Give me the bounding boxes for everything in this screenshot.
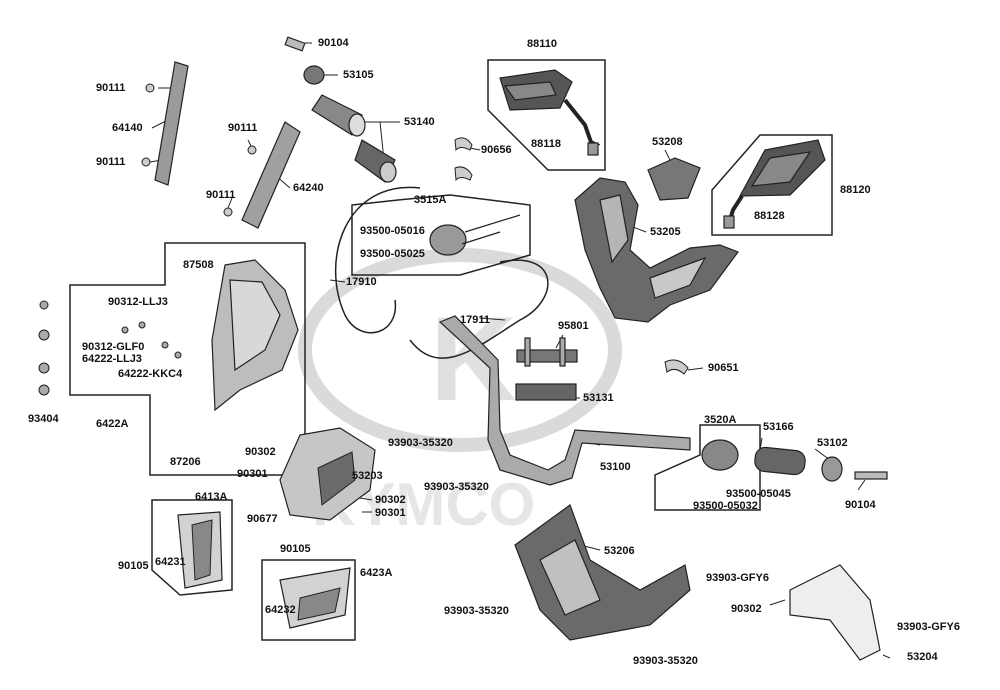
part-label-64222-KKC4: 64222-KKC4 — [118, 368, 183, 380]
windscreen — [211, 259, 299, 412]
part-label-64232: 64232 — [265, 604, 296, 616]
part-label-93500-05045: 93500-05045 — [726, 488, 791, 500]
part-label-90111: 90111 — [228, 122, 258, 134]
part-label-90651: 90651 — [708, 362, 739, 374]
handlebar — [438, 315, 691, 486]
part-label-53105: 53105 — [343, 69, 374, 81]
part-label-87206: 87206 — [170, 456, 201, 468]
trim-64240 — [241, 121, 301, 229]
windscreen-bolts-93404 — [38, 300, 50, 396]
group-88120-box — [711, 134, 833, 236]
part-label-88120: 88120 — [840, 184, 871, 196]
part-label-90302: 90302 — [375, 494, 406, 506]
handlebar-cover-lower — [514, 504, 691, 641]
grip-right — [701, 439, 888, 482]
part-label-88128: 88128 — [754, 210, 785, 222]
part-label-90111: 90111 — [206, 189, 236, 201]
part-label-93903-GFY6: 93903-GFY6 — [897, 621, 960, 633]
group-6423A-box — [261, 559, 356, 641]
svg-text:K: K — [430, 292, 517, 426]
part-label-64140: 64140 — [112, 122, 143, 134]
part-label-90105: 90105 — [118, 560, 149, 572]
part-label-6413A: 6413A — [195, 491, 228, 503]
part-label-93500-05032: 93500-05032 — [693, 500, 758, 512]
part-label-90656: 90656 — [481, 144, 512, 156]
group-6422A-box — [69, 242, 306, 476]
part-label-53131: 53131 — [583, 392, 614, 404]
grip-left — [284, 36, 397, 183]
part-label-90312-GLF0: 90312-GLF0 — [82, 341, 145, 353]
part-label-88110: 88110 — [527, 38, 557, 50]
part-label-6423A: 6423A — [360, 567, 393, 579]
part-label-93404: 93404 — [28, 413, 59, 425]
part-label-93903-35320: 93903-35320 — [424, 481, 489, 493]
part-label-90301: 90301 — [375, 507, 406, 519]
part-label-64222-LLJ3: 64222-LLJ3 — [82, 353, 142, 365]
part-label-64231: 64231 — [155, 556, 186, 568]
switch-assembly-left — [429, 214, 521, 256]
part-label-53208: 53208 — [652, 136, 683, 148]
part-label-90104: 90104 — [845, 499, 876, 511]
group-3515A-box — [351, 194, 531, 276]
bolts-90111 — [141, 83, 257, 217]
clip-90651 — [664, 359, 689, 375]
part-label-53204: 53204 — [907, 651, 938, 663]
group-3520A-box — [654, 424, 761, 511]
part-label-90111: 90111 — [96, 82, 126, 94]
part-label-53206: 53206 — [604, 545, 635, 557]
handlebar-holders — [515, 337, 578, 401]
part-label-53203: 53203 — [352, 470, 383, 482]
part-label-3520A: 3520A — [704, 414, 737, 426]
part-label-93903-35320: 93903-35320 — [633, 655, 698, 667]
part-label-53102: 53102 — [817, 437, 848, 449]
mirror-right — [723, 139, 826, 229]
clip-90656 — [454, 137, 473, 152]
mirror-left — [499, 69, 599, 156]
part-label-17911: 17911 — [460, 314, 490, 326]
part-label-6422A: 6422A — [96, 418, 129, 430]
part-label-17910: 17910 — [346, 276, 377, 288]
part-label-93903-35320: 93903-35320 — [388, 437, 453, 449]
part-label-53140: 53140 — [404, 116, 435, 128]
part-label-88118: 88118 — [531, 138, 561, 150]
meter-panel — [647, 157, 701, 201]
handlebar-cover-upper — [574, 177, 739, 323]
part-label-53205: 53205 — [650, 226, 681, 238]
group-6413A-box — [151, 499, 233, 596]
part-label-3515A: 3515A — [414, 194, 447, 206]
part-label-93903-35320: 93903-35320 — [444, 605, 509, 617]
part-label-90312-LLJ3: 90312-LLJ3 — [108, 296, 168, 308]
throttle-cables — [334, 186, 549, 359]
part-label-90677: 90677 — [247, 513, 278, 525]
trim-64140 — [154, 61, 189, 186]
part-label-93903-GFY6: 93903-GFY6 — [706, 572, 769, 584]
part-label-87508: 87508 — [183, 259, 214, 271]
part-label-95801: 95801 — [558, 320, 589, 332]
part-label-90302: 90302 — [731, 603, 762, 615]
part-label-90111: 90111 — [96, 156, 126, 168]
part-label-64240: 64240 — [293, 182, 324, 194]
cover-53204 — [789, 564, 881, 661]
part-label-90105: 90105 — [280, 543, 311, 555]
part-label-93500-05016: 93500-05016 — [360, 225, 425, 237]
group-88110-box — [487, 59, 606, 171]
small-bolts — [121, 321, 182, 359]
part-label-90302: 90302 — [245, 446, 276, 458]
part-label-53166: 53166 — [763, 421, 794, 433]
part-label-93500-05025: 93500-05025 — [360, 248, 425, 260]
part-label-53100: 53100 — [600, 461, 631, 473]
part-label-90301: 90301 — [237, 468, 268, 480]
clip-90656-b — [454, 166, 473, 182]
part-label-90104: 90104 — [318, 37, 349, 49]
